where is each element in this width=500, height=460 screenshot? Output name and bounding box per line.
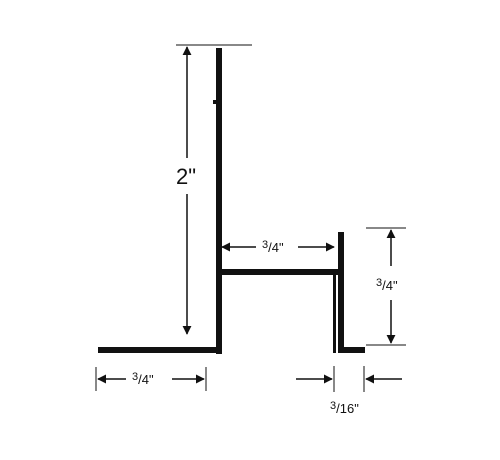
profile-stem: [216, 48, 222, 354]
profile-foot: [338, 347, 365, 353]
dimension-base-flange: 3/4": [95, 367, 207, 391]
label-base-flange: 3/4": [132, 371, 154, 387]
profile-base-flange: [98, 347, 222, 353]
dimension-foot-width: 3/16": [296, 366, 402, 416]
profile-right-leg-outer: [338, 232, 344, 353]
profile-right-leg-inner: [333, 275, 336, 353]
label-total-height: 2": [176, 164, 196, 189]
label-leg-height: 3/4": [376, 277, 398, 293]
label-stem-to-leg: 3/4": [262, 239, 284, 255]
profile-shape: [98, 48, 365, 354]
profile-stem-notch: [213, 100, 216, 104]
dimension-leg-height: 3/4": [366, 227, 406, 346]
label-foot-width: 3/16": [330, 400, 359, 416]
dimension-total-height: 2": [176, 44, 252, 335]
dimension-stem-to-leg: 3/4": [221, 239, 335, 255]
profile-web: [216, 269, 344, 275]
